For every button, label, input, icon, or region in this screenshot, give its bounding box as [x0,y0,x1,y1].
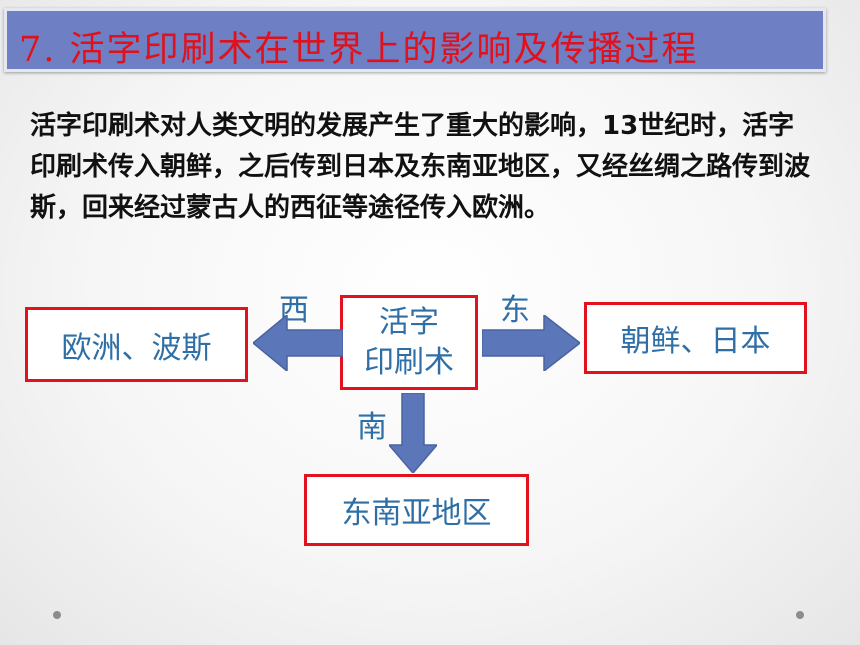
south-arrow [389,393,437,473]
center-origin-box: 活字 印刷术 [340,295,478,390]
slide-title: 7. 活字印刷术在世界上的影响及传播过程 [19,30,699,70]
intro-paragraph: 活字印刷术对人类文明的发展产生了重大的影响，13世纪时，活字印刷术传入朝鲜，之后… [30,111,811,223]
center-origin-line2: 印刷术 [364,344,454,380]
east-destination-box: 朝鲜、日本 [584,302,807,374]
west-arrow [253,315,343,371]
south-destination-text: 东南亚地区 [341,496,492,531]
east-direction-label: 东 [500,293,530,328]
center-origin-line1: 活字 [379,304,439,340]
decorative-dot-right [796,611,804,619]
east-arrow [482,315,580,371]
slide-title-bar: 7. 活字印刷术在世界上的影响及传播过程 [4,8,826,72]
south-destination-box: 东南亚地区 [304,474,529,546]
east-destination-text: 朝鲜、日本 [620,324,771,359]
west-destination-text: 欧洲、波斯 [61,330,212,366]
south-direction-label: 南 [357,410,387,445]
decorative-dot-left [53,611,61,619]
west-destination-box: 欧洲、波斯 [25,307,248,382]
